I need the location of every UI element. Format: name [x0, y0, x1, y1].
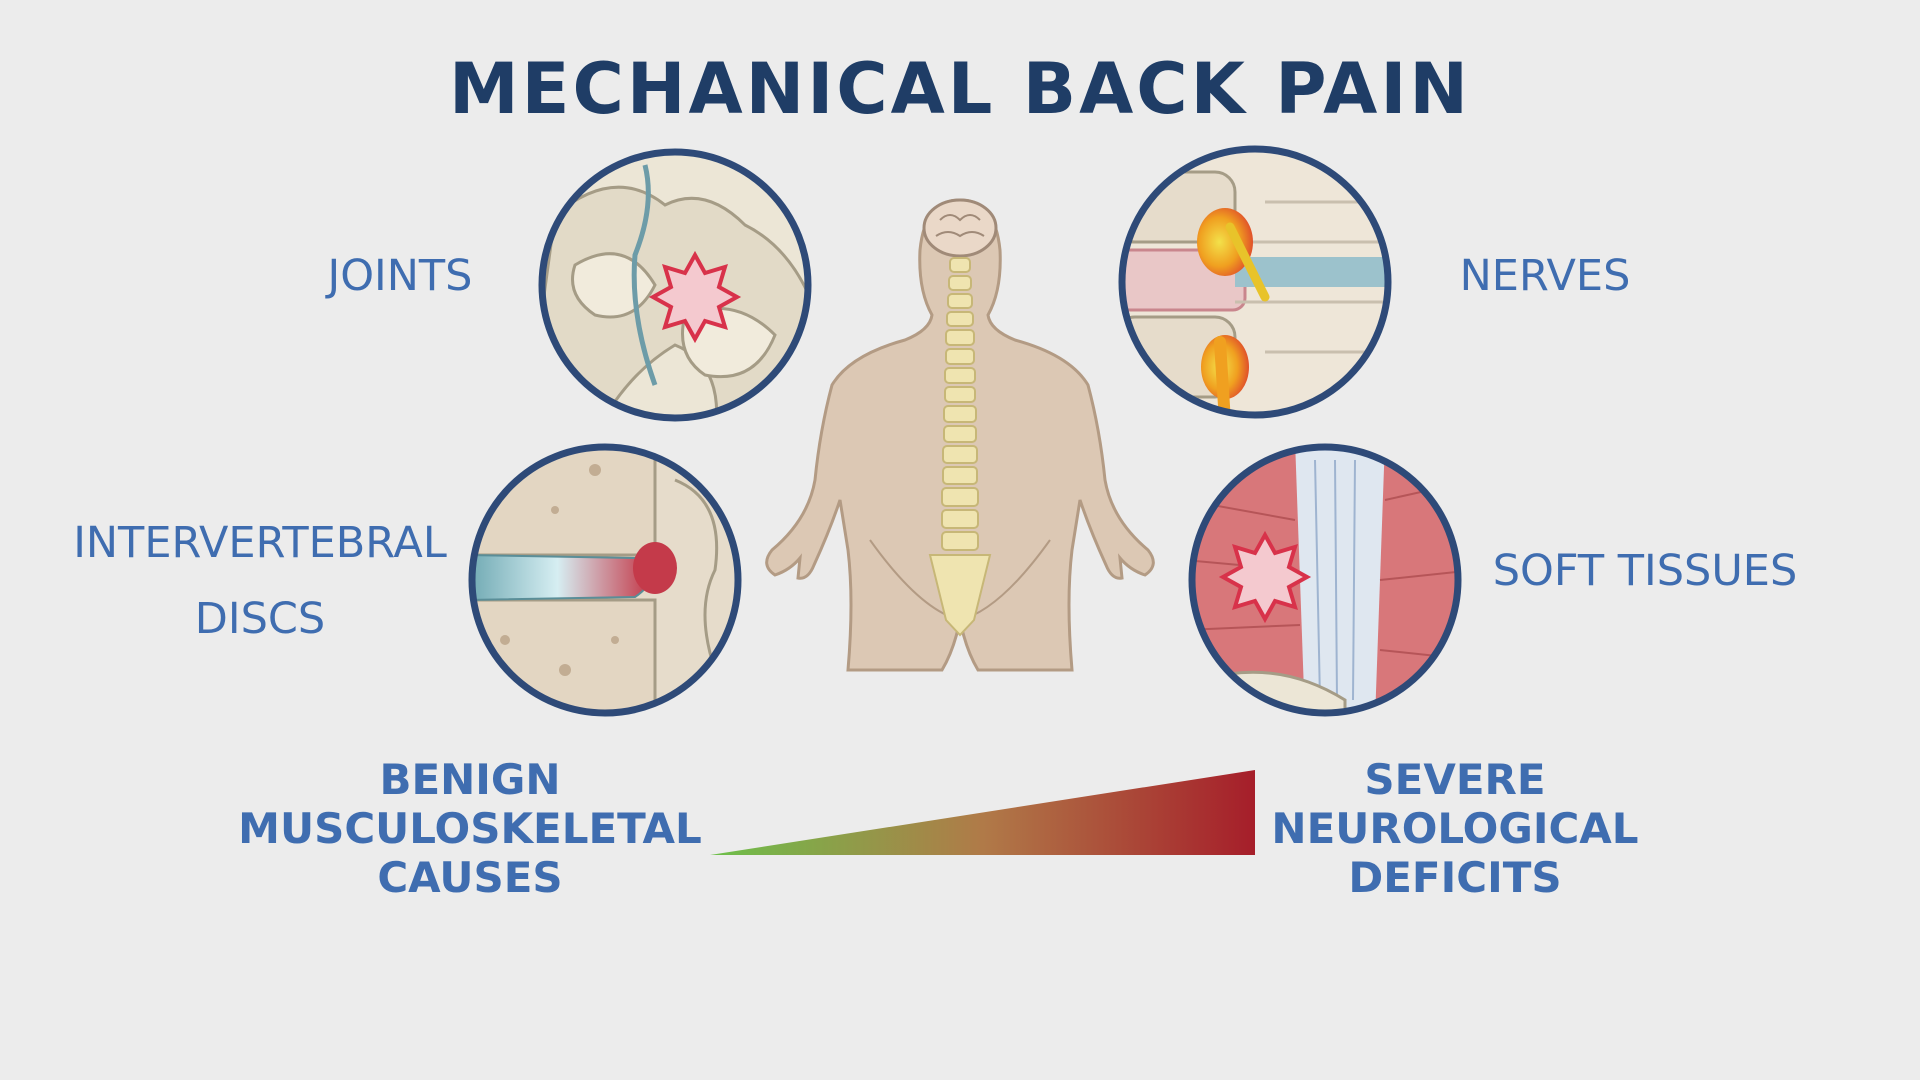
brain-icon: [922, 198, 998, 258]
benign-line3: CAUSES: [377, 853, 563, 902]
discs-illustration: [468, 443, 742, 717]
severe-deficits-label: SEVERE NEUROLOGICAL DEFICITS: [1255, 755, 1655, 902]
spine-icon: [928, 257, 992, 637]
soft-tissues-illustration: [1188, 443, 1462, 717]
pain-star-icon: [1218, 530, 1312, 624]
benign-line2: MUSCULOSKELETAL: [238, 804, 702, 853]
label-nerves: NERVES: [1459, 251, 1631, 301]
page-title: MECHANICAL BACK PAIN: [449, 48, 1471, 130]
benign-line1: BENIGN: [379, 755, 561, 804]
human-back-figure: [765, 198, 1155, 672]
severe-line3: DEFICITS: [1348, 853, 1562, 902]
pain-star-icon: [648, 250, 742, 344]
nerves-illustration: [1118, 145, 1392, 419]
joints-illustration: [538, 148, 812, 422]
severe-line1: SEVERE: [1364, 755, 1546, 804]
label-soft-tissues: SOFT TISSUES: [1492, 546, 1798, 596]
label-intervertebral-discs: INTERVERTEBRAL DISCS: [60, 505, 460, 657]
severe-line2: NEUROLOGICAL: [1271, 804, 1639, 853]
label-discs-line1: INTERVERTEBRAL: [73, 518, 447, 568]
label-joints: JOINTS: [327, 251, 473, 301]
severity-gradient-wedge: [710, 770, 1255, 855]
label-discs-line2: DISCS: [194, 594, 326, 644]
benign-causes-label: BENIGN MUSCULOSKELETAL CAUSES: [220, 755, 720, 902]
